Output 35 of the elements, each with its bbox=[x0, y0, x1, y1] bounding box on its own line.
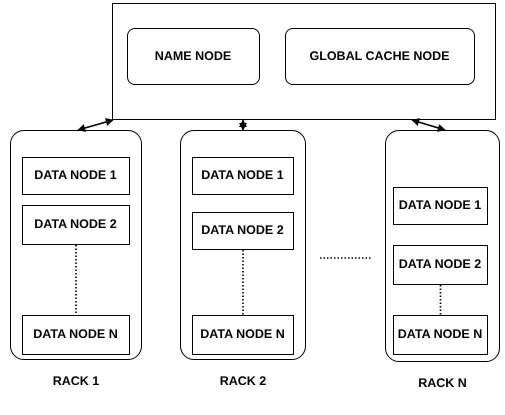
node-box bbox=[192, 156, 294, 194]
dotted-connector bbox=[75, 245, 77, 315]
node-label: DATA NODE N bbox=[32, 327, 119, 342]
double-arrow bbox=[411, 118, 446, 132]
double-arrow bbox=[239, 119, 247, 131]
rack-box bbox=[180, 130, 306, 360]
node-label: DATA NODE 2 bbox=[398, 257, 482, 272]
node-label: DATA NODE 2 bbox=[33, 217, 118, 232]
node-box bbox=[392, 186, 488, 224]
rack-label: RACK 1 bbox=[52, 373, 100, 390]
node-label: NAME NODE bbox=[154, 48, 232, 64]
node-label: DATA NODE N bbox=[396, 327, 484, 342]
node-box bbox=[22, 314, 130, 354]
node-label: DATA NODE 1 bbox=[398, 198, 482, 213]
dotted-connector bbox=[440, 285, 442, 315]
master-box bbox=[112, 3, 496, 120]
node-label: DATA NODE 1 bbox=[200, 168, 285, 183]
node-box bbox=[22, 156, 130, 194]
dotted-connector bbox=[242, 250, 244, 315]
node-box bbox=[284, 28, 474, 84]
node-label: GLOBAL CACHE NODE bbox=[308, 48, 451, 64]
node-box bbox=[392, 314, 488, 354]
node-box bbox=[192, 314, 294, 354]
node-label: DATA NODE 1 bbox=[33, 168, 118, 183]
double-arrow bbox=[77, 118, 114, 132]
rack-label: RACK 2 bbox=[218, 373, 268, 390]
node-label: DATA NODE N bbox=[199, 327, 286, 342]
node-box bbox=[192, 212, 294, 250]
node-box bbox=[126, 28, 260, 84]
node-label: DATA NODE 2 bbox=[200, 223, 285, 238]
node-box bbox=[22, 204, 130, 244]
node-box bbox=[392, 244, 488, 284]
rack-box bbox=[10, 130, 142, 360]
rack-label: RACK N bbox=[417, 375, 468, 392]
rack-box bbox=[385, 130, 500, 362]
